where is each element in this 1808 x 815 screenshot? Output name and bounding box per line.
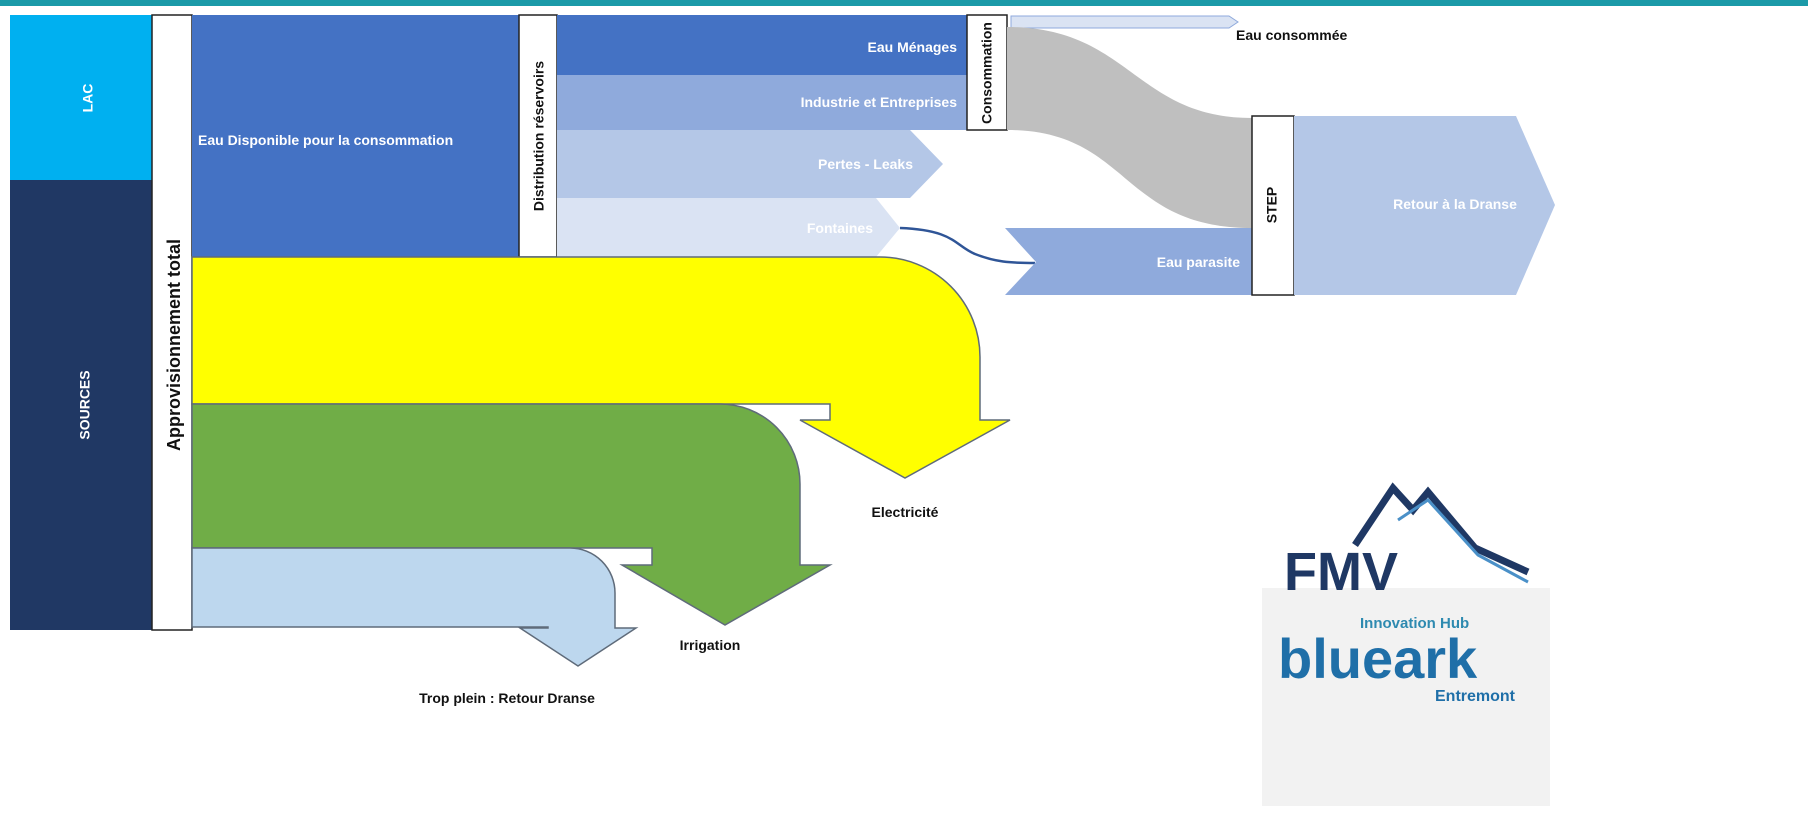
flow-eau-parasite bbox=[1005, 228, 1252, 295]
flow-irrigation-label: Irrigation bbox=[680, 637, 741, 653]
flow-pertes-label: Pertes - Leaks bbox=[818, 156, 913, 172]
flow-consommation-to-step bbox=[1007, 27, 1252, 228]
logo-fmv-text: FMV bbox=[1284, 542, 1398, 602]
step-node bbox=[1251, 115, 1295, 296]
approvisionnement-label: Approvisionnement total bbox=[164, 239, 184, 451]
flow-industrie-label: Industrie et Entreprises bbox=[801, 94, 958, 110]
flow-eau-menages-label: Eau Ménages bbox=[868, 39, 958, 55]
approvisionnement-node bbox=[151, 14, 193, 631]
flow-electricite bbox=[191, 256, 1011, 479]
flow-industrie bbox=[557, 75, 967, 130]
mountain-icon bbox=[1352, 482, 1530, 576]
fontaines-to-parasite-connector bbox=[899, 226, 1036, 265]
lac-label: LAC bbox=[80, 84, 96, 113]
fmv-blueark-logo: FMV Innovation Hub blueark Entremont bbox=[1262, 482, 1550, 806]
flow-irrigation bbox=[191, 403, 833, 626]
lac-source-box bbox=[10, 15, 152, 180]
distribution-label: Distribution réservoirs bbox=[531, 61, 547, 211]
flow-eau-disponible bbox=[192, 15, 519, 257]
logo-background bbox=[1262, 588, 1550, 806]
flow-trop-plein bbox=[191, 547, 639, 667]
flow-fontaines bbox=[557, 198, 900, 257]
sources-label: SOURCES bbox=[77, 370, 93, 439]
flow-eau-parasite-label: Eau parasite bbox=[1157, 254, 1240, 270]
logo-blueark-text: blueark bbox=[1278, 627, 1478, 690]
top-accent-bar bbox=[0, 0, 1808, 6]
flow-eau-menages bbox=[557, 15, 967, 75]
flow-trop-plein-label: Trop plein : Retour Dranse bbox=[419, 690, 595, 706]
logo-entremont-text: Entremont bbox=[1435, 688, 1516, 705]
flow-retour-dranse bbox=[1294, 116, 1555, 295]
logo-innovation-hub-text: Innovation Hub bbox=[1360, 615, 1469, 632]
flow-pertes bbox=[557, 130, 943, 198]
flow-retour-dranse-label: Retour à la Dranse bbox=[1393, 196, 1517, 212]
flow-eau-disponible-label: Eau Disponible pour la consommation bbox=[198, 132, 453, 148]
mountain-lines-icon bbox=[1397, 498, 1529, 584]
consommation-label: Consommation bbox=[979, 22, 995, 124]
flow-eau-consommee bbox=[1010, 15, 1239, 29]
sources-box bbox=[10, 180, 152, 630]
flow-fontaines-label: Fontaines bbox=[807, 220, 873, 236]
flow-eau-consommee-label: Eau consommée bbox=[1236, 27, 1347, 43]
step-label: STEP bbox=[1264, 187, 1280, 224]
flow-electricite-label: Electricité bbox=[872, 504, 939, 520]
consommation-node bbox=[966, 14, 1008, 131]
